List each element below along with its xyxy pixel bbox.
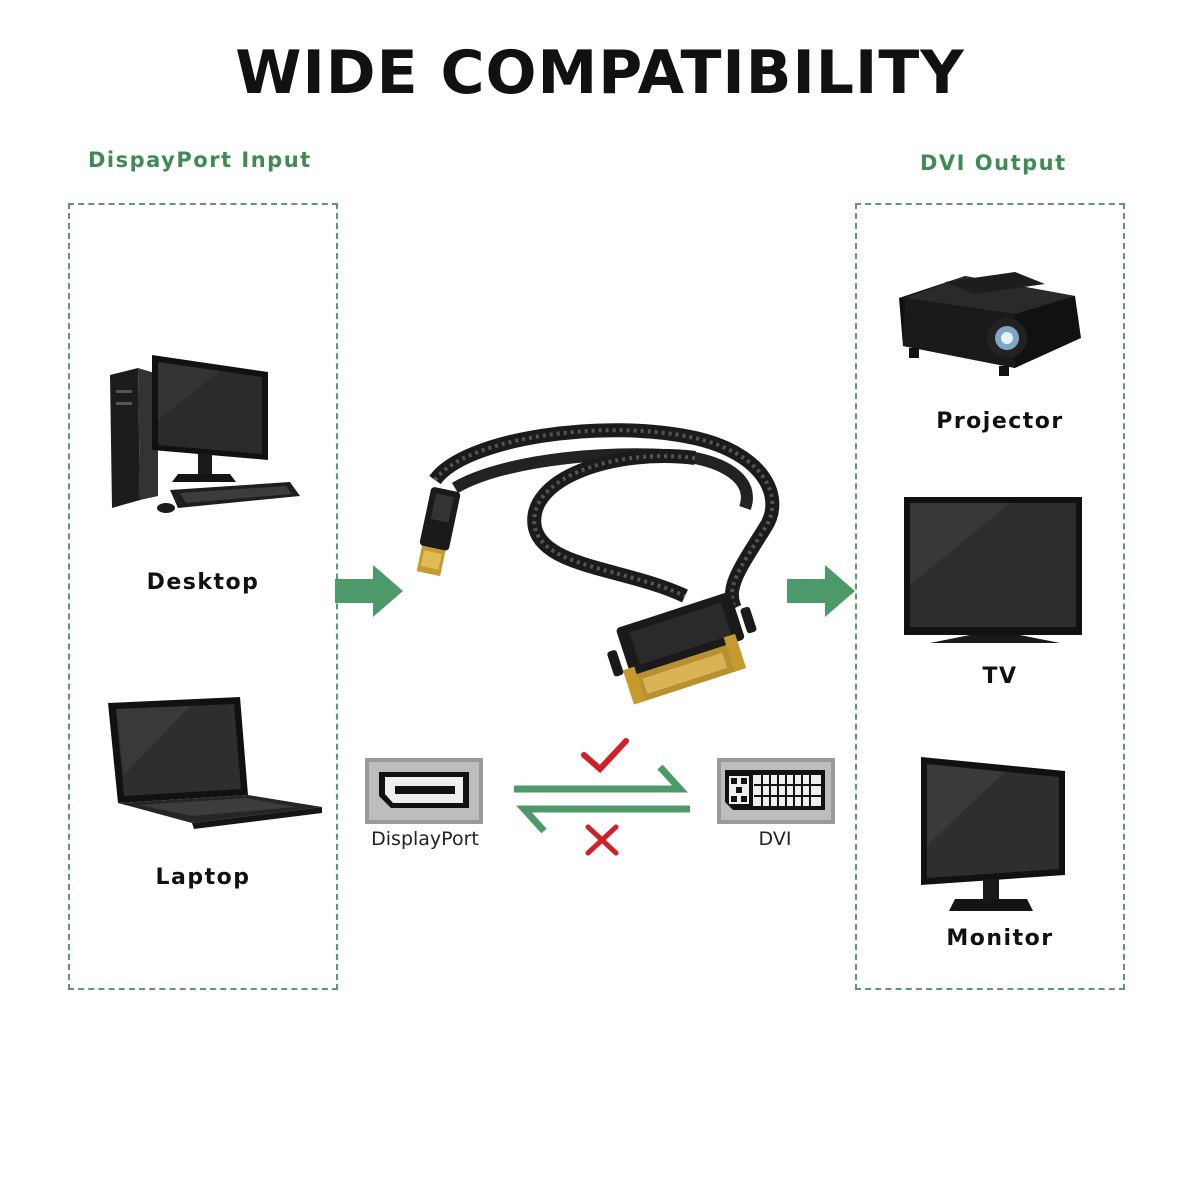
arrow-right-icon — [787, 565, 855, 617]
input-heading: DispayPort Input — [88, 148, 312, 172]
output-devices-box — [855, 203, 1125, 990]
page-title: WIDE COMPATIBILITY — [235, 38, 965, 108]
dvi-port-icon — [717, 758, 835, 824]
device-label-monitor: Monitor — [946, 926, 1054, 951]
device-label-laptop: Laptop — [155, 865, 251, 890]
cross-mark-icon — [585, 824, 619, 856]
displayport-to-dvi-cable-icon — [416, 423, 780, 705]
arrow-right-icon — [335, 565, 403, 617]
projector-icon — [899, 272, 1081, 376]
device-label-tv: TV — [982, 664, 1018, 689]
monitor-icon — [921, 757, 1065, 911]
tv-icon — [904, 497, 1082, 643]
port-label-dvi: DVI — [758, 828, 792, 850]
port-label-displayport: DisplayPort — [371, 828, 479, 850]
direction-arrows — [514, 738, 690, 856]
device-label-desktop: Desktop — [146, 570, 260, 595]
output-heading: DVI Output — [920, 151, 1067, 175]
desktop-computer-icon — [110, 355, 300, 513]
check-mark-icon — [581, 738, 629, 774]
device-label-projector: Projector — [936, 409, 1064, 434]
displayport-port-icon — [365, 758, 483, 824]
laptop-icon — [108, 697, 322, 829]
